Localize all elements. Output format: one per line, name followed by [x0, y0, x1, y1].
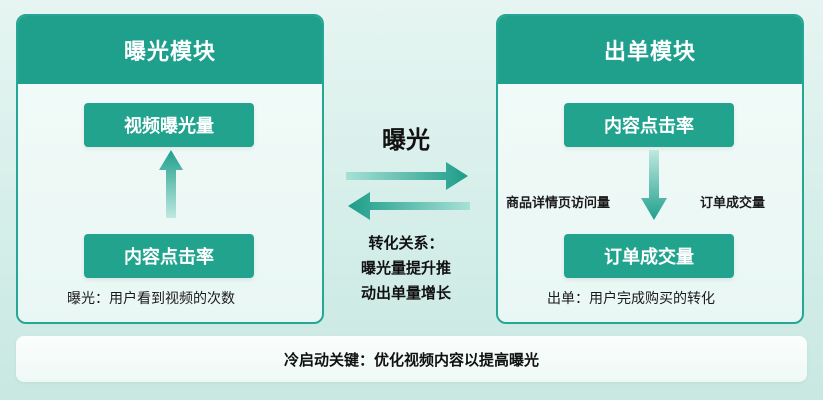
down-arrow-icon	[641, 150, 667, 220]
center-exposure-title: 曝光	[382, 126, 430, 154]
order-caption: 出单：用户完成购买的转化	[547, 291, 715, 307]
product-detail-visits-label: 商品详情页访问量	[506, 196, 611, 211]
relation-line-1: 转化关系：	[368, 234, 444, 252]
order-volume-box: 订单成交量	[564, 234, 734, 278]
order-module-title: 出单模块	[498, 16, 802, 84]
content-ctr-box-left: 内容点击率	[84, 234, 254, 278]
order-volume-label: 订单成交量	[700, 196, 766, 211]
bidirectional-arrows-icon	[346, 162, 470, 220]
exposure-module-title: 曝光模块	[18, 16, 322, 84]
video-exposure-box: 视频曝光量	[84, 103, 254, 147]
relation-line-2: 曝光量提升推	[360, 259, 451, 277]
exposure-caption: 曝光：用户看到视频的次数	[67, 291, 235, 307]
cold-start-key-banner: 冷启动关键：优化视频内容以提高曝光	[16, 336, 807, 382]
content-ctr-box-right: 内容点击率	[564, 103, 734, 147]
up-arrow-icon	[159, 150, 183, 218]
exposure-module-panel: 曝光模块 视频曝光量 内容点击率 曝光：用户看到视频的次数	[16, 14, 324, 324]
relation-line-3: 动出单量增长	[360, 284, 451, 302]
